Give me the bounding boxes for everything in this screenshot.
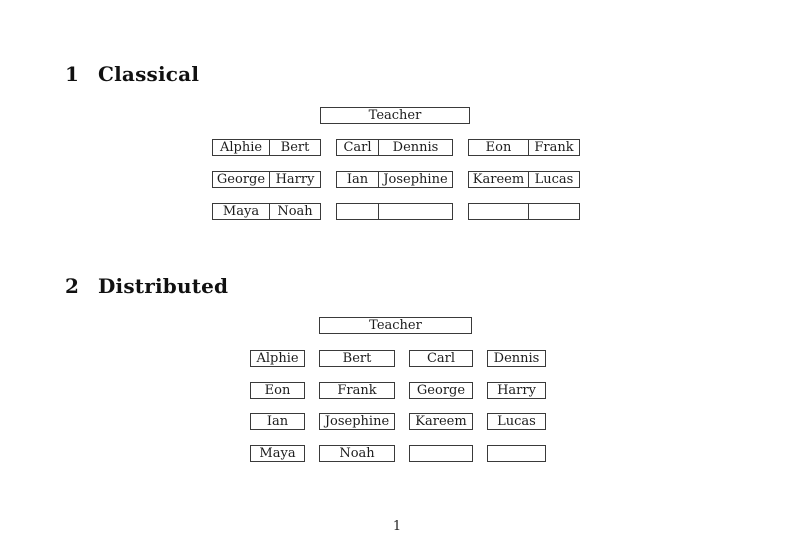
desk-pair: Eon Frank	[468, 139, 580, 156]
desk-box: Carl	[409, 350, 473, 367]
teacher-desk: Teacher	[319, 317, 472, 334]
desk-cell: Alphie	[213, 140, 270, 155]
desk-box: Dennis	[487, 350, 546, 367]
desk-box: Ian	[250, 413, 305, 430]
desk-pair: Carl Dennis	[336, 139, 453, 156]
desk-pair: Ian Josephine	[336, 171, 453, 188]
desk-pair	[336, 203, 453, 220]
teacher-desk: Teacher	[320, 107, 470, 124]
desk-box: Harry	[487, 382, 546, 399]
desk-cell: Ian	[337, 172, 379, 187]
desk-box	[487, 445, 546, 462]
desk-cell: Frank	[534, 140, 574, 155]
desk-cell	[529, 204, 579, 219]
desk-cell: Maya	[213, 204, 270, 219]
desk-box	[409, 445, 473, 462]
desk-box: Kareem	[409, 413, 473, 430]
desk-box: George	[409, 382, 473, 399]
desk-cell: Dennis	[392, 140, 439, 155]
section-number: 2	[65, 274, 80, 298]
section-heading-classical: 1 Classical	[65, 64, 199, 84]
desk-box: Eon	[250, 382, 305, 399]
desk-pair: George Harry	[212, 171, 321, 188]
desk-box: Maya	[250, 445, 305, 462]
desk-pair: Kareem Lucas	[468, 171, 580, 188]
section-heading-distributed: 2 Distributed	[65, 276, 228, 296]
desk-pair: Maya Noah	[212, 203, 321, 220]
page-number: 1	[392, 519, 402, 534]
section-title: Distributed	[98, 274, 229, 298]
desk-box: Lucas	[487, 413, 546, 430]
desk-cell	[337, 204, 379, 219]
section-title: Classical	[98, 62, 200, 86]
desk-pair: Alphie Bert	[212, 139, 321, 156]
desk-cell: Josephine	[383, 172, 448, 187]
desk-cell: Carl	[337, 140, 379, 155]
desk-cell: George	[213, 172, 270, 187]
desk-cell: Harry	[275, 172, 315, 187]
desk-cell: Kareem	[469, 172, 529, 187]
desk-cell: Lucas	[534, 172, 574, 187]
desk-box: Noah	[319, 445, 395, 462]
desk-box: Frank	[319, 382, 395, 399]
desk-cell: Eon	[469, 140, 529, 155]
desk-cell	[379, 204, 452, 219]
desk-cell: Bert	[280, 140, 310, 155]
desk-box: Josephine	[319, 413, 395, 430]
desk-box: Alphie	[250, 350, 305, 367]
desk-cell: Noah	[277, 204, 313, 219]
desk-box: Bert	[319, 350, 395, 367]
section-number: 1	[65, 62, 80, 86]
desk-cell	[469, 204, 529, 219]
desk-pair	[468, 203, 580, 220]
